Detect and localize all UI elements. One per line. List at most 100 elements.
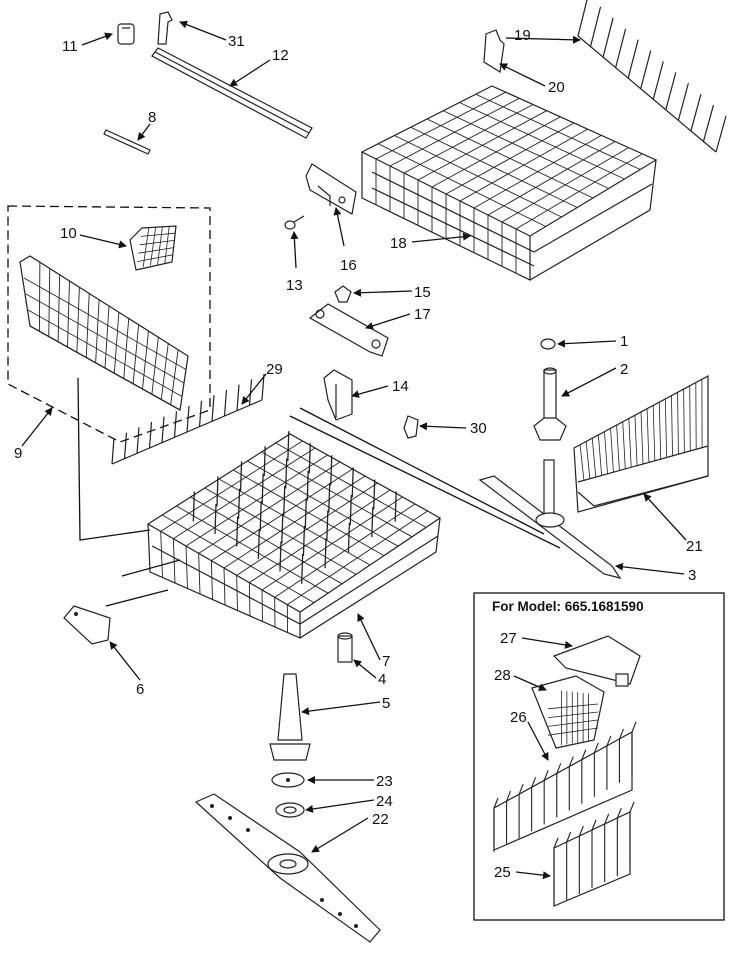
callout-14: 14 [392, 378, 409, 395]
wire [629, 801, 635, 813]
model-box-title: For Model: 665.1681590 [492, 599, 644, 614]
callout-31: 31 [228, 33, 245, 50]
wire [553, 837, 559, 849]
wire [658, 402, 662, 460]
part-5-spray-tower [269, 673, 311, 761]
callout-30: 30 [470, 420, 487, 437]
wire [248, 379, 253, 406]
spray-hole [246, 828, 250, 832]
wire [247, 460, 399, 547]
callout-21: 21 [686, 538, 703, 555]
upper-rack-wires [375, 91, 643, 274]
wire [616, 807, 622, 819]
wire [589, 6, 602, 47]
callout-5: 5 [382, 695, 390, 712]
wire [261, 589, 263, 622]
wire [568, 756, 574, 767]
part-3-upper-spray-arm [478, 459, 622, 579]
callout-leaders [21, 20, 687, 880]
wire [239, 461, 243, 492]
lower-rack-wires [160, 431, 428, 633]
spray-hole [338, 912, 342, 916]
part-6-latch [63, 605, 111, 645]
wire [581, 749, 587, 760]
wire [547, 703, 599, 710]
wire [104, 305, 110, 369]
callout-12: 12 [272, 47, 289, 64]
wire [593, 742, 599, 753]
part-1-ring [540, 338, 556, 350]
wire [702, 104, 715, 142]
wire [493, 797, 499, 809]
wire [236, 516, 239, 547]
wire [326, 510, 329, 541]
wire [606, 735, 612, 747]
spray-hole [354, 924, 358, 928]
wire [261, 473, 264, 504]
wire [394, 491, 397, 522]
wire [211, 395, 215, 422]
callout-15: 15 [414, 284, 431, 301]
wire [302, 525, 306, 556]
wire [138, 247, 174, 254]
callout-20: 20 [548, 79, 565, 96]
wire [306, 470, 309, 501]
part-26-tine-panel [493, 730, 633, 851]
wire [285, 458, 288, 489]
basket-wires [579, 379, 703, 481]
spray-arm-holes [210, 804, 358, 928]
wire [57, 274, 61, 342]
wire [378, 143, 546, 227]
wire [304, 498, 307, 529]
wire [161, 514, 315, 603]
wire [665, 72, 677, 110]
part-20-clip [483, 29, 505, 73]
wire [585, 441, 591, 479]
wire [216, 476, 219, 507]
part-23-washer [271, 772, 305, 788]
wire [591, 819, 597, 831]
part-11-end-cap [117, 23, 135, 45]
wire [76, 287, 80, 353]
spray-hole [210, 804, 214, 808]
wire [160, 343, 169, 400]
wire [664, 398, 668, 458]
part-2-tube [533, 367, 567, 441]
wire [591, 438, 597, 478]
wire [136, 427, 140, 454]
wire [263, 446, 266, 477]
part-30-small-clip [403, 415, 419, 439]
wire [577, 0, 588, 37]
wire [275, 442, 427, 528]
wire [640, 411, 644, 465]
wire [410, 126, 578, 208]
wire [192, 491, 195, 522]
wire [690, 94, 702, 132]
callout-23: 23 [376, 773, 393, 790]
wire [543, 770, 549, 781]
callout-2: 2 [620, 361, 628, 378]
wire [349, 494, 352, 525]
wire [475, 93, 641, 170]
assembly-leader-lines [77, 377, 561, 607]
wire [371, 507, 374, 538]
wire [579, 444, 585, 481]
wire [531, 777, 537, 788]
cutlery-basket-wires [23, 262, 187, 405]
callout-27: 27 [500, 630, 517, 647]
wire [123, 432, 128, 459]
wire [67, 280, 70, 348]
callout-24: 24 [376, 793, 393, 810]
wire [27, 309, 183, 397]
callout-25: 25 [494, 864, 511, 881]
wire [547, 711, 599, 718]
wire [142, 330, 149, 390]
wire [604, 813, 610, 825]
wire [148, 421, 153, 449]
callout-9: 9 [14, 445, 22, 462]
wire [324, 538, 327, 569]
part-8-rod [103, 129, 151, 155]
wire [210, 560, 213, 600]
callout-1: 1 [620, 333, 628, 350]
